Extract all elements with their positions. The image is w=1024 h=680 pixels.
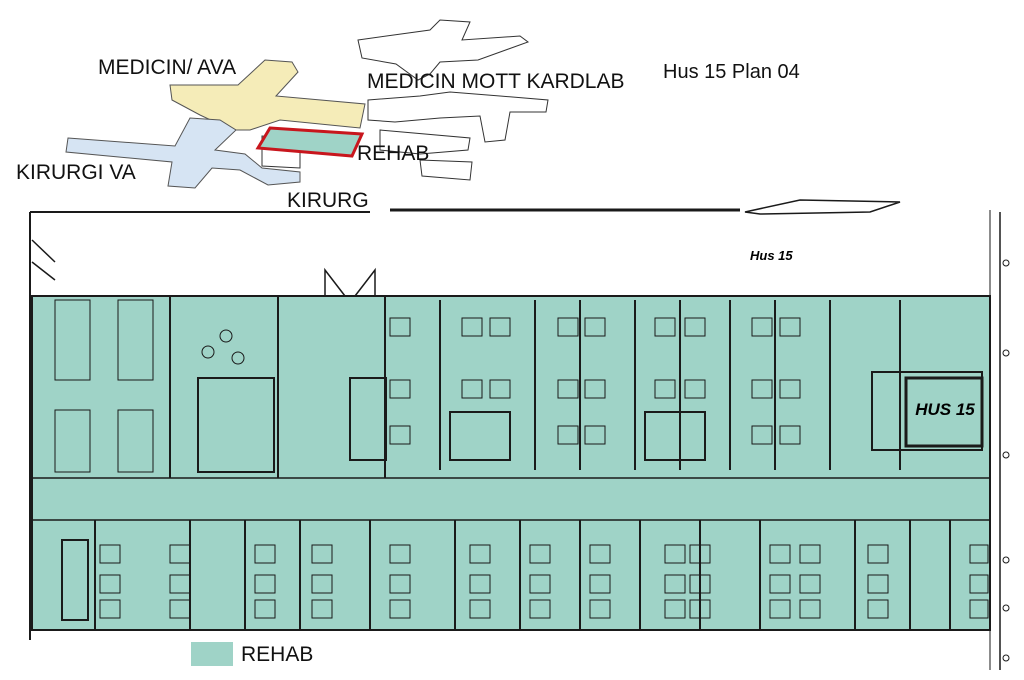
legend-rehab-label: REHAB — [241, 643, 314, 666]
keymap-outline-block-3 — [379, 129, 471, 155]
keymap-label-medicin-mott: MEDICIN MOTT KARDLAB — [367, 70, 625, 93]
page-title: Hus 15 Plan 04 — [663, 61, 800, 83]
keymap-kirurgi-area — [65, 117, 301, 189]
building-box-label: HUS 15 — [915, 400, 975, 419]
keymap-medicin-mott-outline — [357, 19, 530, 81]
entrance-doors — [31, 239, 376, 297]
rehab-floor-area — [31, 295, 991, 631]
building-label: Hus 15 — [750, 248, 793, 263]
keymap-label-kirurg: KIRURG — [287, 189, 369, 212]
legend-rehab-swatch — [191, 642, 233, 666]
floor-plan — [29, 199, 1010, 670]
keymap-outline-block-2 — [367, 91, 549, 143]
keymap-medicin-ava-area — [169, 59, 366, 131]
furniture-lower — [99, 544, 989, 619]
keymap-label-kirurgi-va: KIRURGI VA — [16, 161, 136, 184]
keymap-rehab-highlight — [255, 126, 365, 158]
keymap-label-rehab: REHAB — [357, 142, 430, 165]
furniture-upper — [54, 299, 801, 473]
keymap-label-medicin-ava: MEDICIN/ AVA — [98, 56, 237, 79]
keymap-outline-block-4 — [419, 159, 473, 181]
key-map — [65, 19, 549, 189]
